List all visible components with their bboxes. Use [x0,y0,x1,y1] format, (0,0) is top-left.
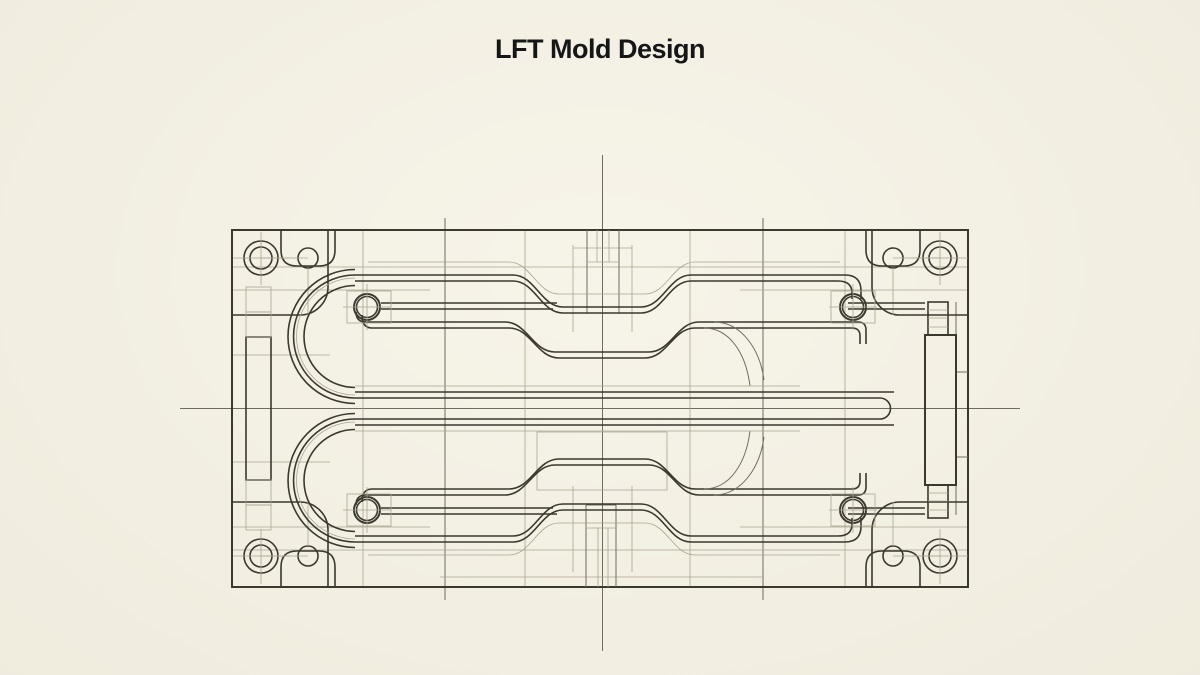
coolant-ports [343,284,877,533]
corner-plates [232,230,968,587]
centerlines [180,155,1020,651]
drawing-title: LFT Mold Design [495,34,705,64]
construction-grid [232,218,968,600]
side-clamp-blocks [245,286,957,531]
alignment-holes [261,247,940,567]
cooling-channel-lower [287,412,925,556]
cooling-channel-upper [287,261,925,405]
alignment-pockets [280,230,921,587]
runner-slot [879,397,892,420]
